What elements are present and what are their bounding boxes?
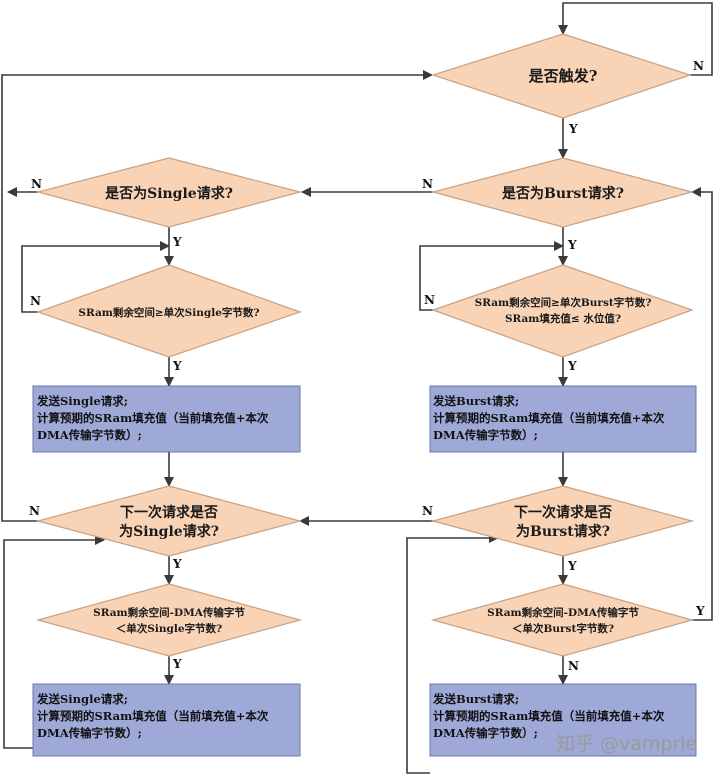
send-single-1-box: [32, 385, 301, 453]
send-single-2-line-3: DMA传输字节数）;: [37, 726, 142, 740]
send-single-2-line-2: 计算预期的SRam填充值（当前填充值+本次: [37, 709, 269, 723]
next-single-text-2: 为Single请求?: [119, 523, 219, 540]
label-next-burst-yes: Y: [567, 559, 577, 573]
single-space-no-loop: [21, 241, 170, 313]
send-burst-2-loop: [406, 533, 499, 774]
single-dma-decision: [35, 583, 303, 657]
send-burst-2-line-1: 发送Burst请求;: [432, 692, 519, 706]
is-burst-text: 是否为Burst请求?: [502, 185, 624, 202]
single-dma-text-2: ＜单次Single字节数?: [116, 622, 222, 635]
single-space-text: SRam剩余空间≥单次Single字节数?: [78, 306, 259, 319]
label-single-space-yes: Y: [172, 359, 182, 373]
next-single-text-1: 下一次请求是否: [120, 504, 218, 521]
next-burst-decision: [430, 485, 695, 557]
label-next-burst-no: N: [422, 504, 433, 518]
label-single-yes: Y: [172, 235, 182, 249]
send-single-1-line-3: DMA传输字节数）;: [37, 428, 142, 442]
label-burst-no: N: [422, 177, 433, 191]
trigger-text: 是否触发?: [528, 67, 598, 85]
send-single-1-line-2: 计算预期的SRam填充值（当前填充值+本次: [37, 411, 269, 425]
is-burst-decision: [430, 157, 695, 228]
burst-space-no-loop: [419, 241, 564, 311]
label-single-space-no: N: [30, 294, 41, 308]
label-next-single-yes: Y: [172, 557, 182, 571]
watermark: 知乎 @vamprie: [556, 733, 697, 755]
send-single-2-line-1: 发送Single请求;: [36, 692, 128, 706]
process-nodes: [32, 385, 697, 757]
send-burst-2-line-2: 计算预期的SRam填充值（当前填充值+本次: [433, 709, 665, 723]
send-burst-1-line-2: 计算预期的SRam填充值（当前填充值+本次: [433, 411, 665, 425]
send-single-2-loop: [3, 535, 105, 749]
label-single-dma-yes: Y: [172, 657, 182, 671]
trigger-no-loop: [558, 2, 713, 76]
send-single-2-box: [32, 683, 301, 757]
is-single-decision: [35, 157, 303, 228]
label-burst-dma-yes: Y: [695, 604, 705, 618]
label-single-no: N: [31, 177, 42, 191]
send-burst-1-line-3: DMA传输字节数）;: [433, 428, 538, 442]
send-single-1-line-1: 发送Single请求;: [36, 394, 128, 408]
decision-nodes: [35, 33, 695, 657]
burst-dma-yes-loop: [691, 187, 713, 621]
burst-space-decision: [431, 264, 694, 358]
send-burst-1-line-1: 发送Burst请求;: [432, 394, 519, 408]
label-burst-space-yes: Y: [567, 359, 577, 373]
send-burst-2-box: [429, 683, 697, 757]
burst-dma-decision: [430, 583, 695, 657]
single-dma-text-1: SRam剩余空间-DMA传输字节: [93, 606, 245, 619]
label-next-single-no: N: [29, 504, 40, 518]
send-burst-2-line-3: DMA传输字节数）;: [433, 726, 538, 740]
burst-dma-text-2: ＜单次Burst字节数?: [512, 622, 614, 635]
label-trigger-no: N: [693, 59, 704, 73]
next-single-decision: [35, 485, 303, 557]
burst-space-text-2: SRam填充值≤ 水位值?: [505, 312, 621, 325]
is-single-text: 是否为Single请求?: [105, 185, 233, 202]
label-burst-space-no: N: [424, 293, 435, 307]
trigger-decision: [431, 33, 692, 119]
send-burst-1-box: [429, 385, 697, 453]
burst-space-text-1: SRam剩余空间≥单次Burst字节数?: [475, 296, 652, 309]
next-burst-text-1: 下一次请求是否: [514, 504, 612, 521]
single-space-decision: [36, 264, 302, 358]
label-burst-yes: Y: [567, 238, 577, 252]
label-burst-dma-no: N: [568, 659, 579, 673]
burst-dma-text-1: SRam剩余空间-DMA传输字节: [487, 606, 639, 619]
next-burst-text-2: 为Burst请求?: [516, 523, 610, 540]
label-trigger-yes: Y: [568, 122, 578, 136]
next-single-no-loop: [1, 70, 433, 522]
